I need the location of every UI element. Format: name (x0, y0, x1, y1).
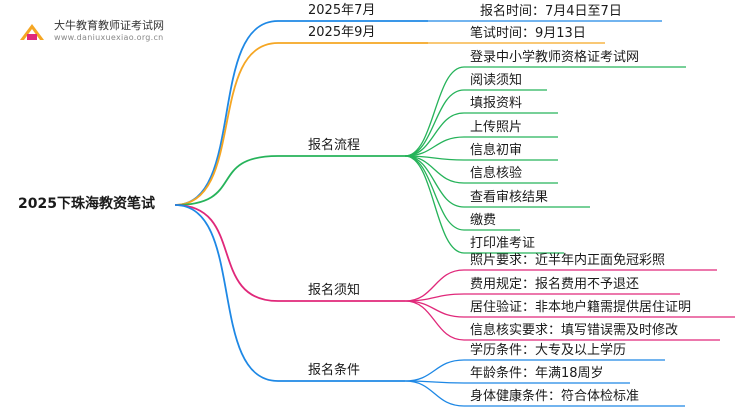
child-connector-2-0 (404, 66, 465, 157)
child-connector-2-3 (404, 136, 465, 157)
book-logo-icon (20, 24, 44, 40)
child-label-2-5: 信息核验 (470, 166, 523, 181)
mindmap-root: 2025下珠海教资笔试 (18, 196, 155, 212)
child-label-4-0: 学历条件：大专及以上学历 (470, 343, 627, 358)
branch-label-3: 报名须知 (308, 283, 361, 298)
child-connector-3-2 (404, 300, 465, 318)
branch-connector-2 (174, 155, 279, 206)
child-label-3-1: 费用规定：报名费用不予退还 (470, 277, 640, 292)
branch-label-1: 2025年9月 (308, 25, 376, 40)
child-connector-3-3 (404, 300, 465, 341)
child-label-2-6: 查看审核结果 (470, 190, 549, 205)
child-connector-3-0 (404, 269, 465, 302)
branch-connector-1 (174, 42, 279, 206)
child-label-2-7: 缴费 (470, 213, 497, 228)
branch-label-0: 2025年7月 (308, 3, 376, 18)
child-label-2-1: 阅读须知 (470, 73, 523, 88)
site-logo: 大牛教育教师证考试网 www.daniuxuexiao.org.cn (18, 17, 248, 47)
child-connector-2-2 (404, 112, 465, 157)
child-connector-4-0 (404, 359, 465, 382)
child-connector-2-8 (404, 155, 465, 254)
logo-url: www.daniuxuexiao.org.cn (54, 33, 164, 42)
branch-connector-3 (174, 204, 279, 302)
child-label-1-0: 笔试时间：9月13日 (470, 26, 586, 41)
child-label-2-0: 登录中小学教师资格证考试网 (470, 50, 640, 65)
branch-connector-4 (174, 204, 279, 382)
branch-connector-0 (174, 20, 279, 206)
child-label-2-4: 信息初审 (470, 143, 523, 158)
child-connector-4-2 (404, 380, 465, 407)
branch-label-4: 报名条件 (308, 363, 361, 378)
child-label-3-3: 信息核实要求：填写错误需及时修改 (470, 323, 679, 338)
child-label-2-8: 打印准考证 (470, 236, 536, 251)
child-label-2-2: 填报资料 (470, 96, 523, 111)
child-connector-2-5 (404, 155, 465, 184)
child-label-4-2: 身体健康条件：符合体检标准 (470, 389, 640, 404)
child-connector-2-1 (404, 89, 465, 157)
child-label-3-2: 居住验证：非本地户籍需提供居住证明 (470, 300, 692, 315)
child-label-0-0: 报名时间：7月4日至7日 (480, 4, 622, 19)
logo-title: 大牛教育教师证考试网 (54, 19, 164, 32)
child-label-3-0: 照片要求：近半年内正面免冠彩照 (470, 253, 666, 268)
child-label-2-3: 上传照片 (470, 120, 523, 135)
child-label-4-1: 年龄条件：年满18周岁 (470, 366, 604, 381)
child-connector-2-7 (404, 155, 465, 231)
branch-label-2: 报名流程 (308, 138, 361, 153)
